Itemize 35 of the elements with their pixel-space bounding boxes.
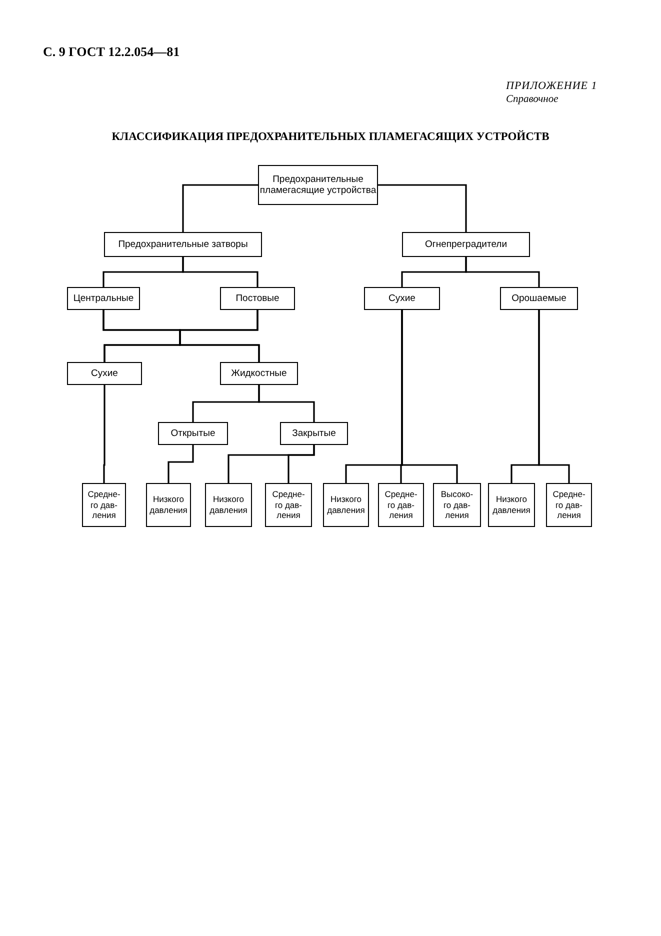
category-box: Высоко- го дав- ления [433, 483, 481, 527]
connector-line [538, 310, 570, 483]
appendix-label: ПРИЛОЖЕНИЕ 1 [506, 80, 598, 92]
category-box: Огнепреградители [402, 232, 530, 257]
category-box: Средне- го дав- ления [82, 483, 126, 527]
category-box: Постовые [220, 287, 295, 310]
appendix-note: Справочное [506, 94, 558, 105]
category-box: Сухие [364, 287, 440, 310]
category-box: Низкого давления [488, 483, 535, 527]
category-box: Жидкостные [220, 362, 298, 385]
connector-line [378, 184, 467, 232]
connector-line [182, 257, 258, 287]
category-box: Предохранительные пламегасящие устройства [258, 165, 378, 205]
connector-line [288, 445, 315, 483]
category-box: Открытые [158, 422, 228, 445]
category-box: Орошаемые [500, 287, 578, 310]
category-box: Средне- го дав- ления [378, 483, 424, 527]
category-box: Средне- го дав- ления [265, 483, 312, 527]
connector-line [103, 385, 106, 483]
category-box: Центральные [67, 287, 140, 310]
category-box: Низкого давления [146, 483, 191, 527]
connector-line [179, 310, 260, 362]
connector-line [258, 385, 315, 422]
page-header: С. 9 ГОСТ 12.2.054—81 [43, 44, 180, 60]
connector-line [401, 310, 458, 483]
category-box: Сухие [67, 362, 142, 385]
category-box: Предохранительные затворы [104, 232, 262, 257]
category-box: Средне- го дав- ления [546, 483, 592, 527]
connector-line [182, 184, 258, 232]
diagram-title: КЛАССИФИКАЦИЯ ПРЕДОХРАНИТЕЛЬНЫХ ПЛАМЕГАСЯЩИХ УСТРОЙСТВ [110, 131, 550, 143]
category-box: Низкого давления [205, 483, 252, 527]
connector-line [168, 445, 194, 483]
connector-line [465, 257, 540, 287]
category-box: Закрытые [280, 422, 348, 445]
category-box: Низкого давления [323, 483, 369, 527]
